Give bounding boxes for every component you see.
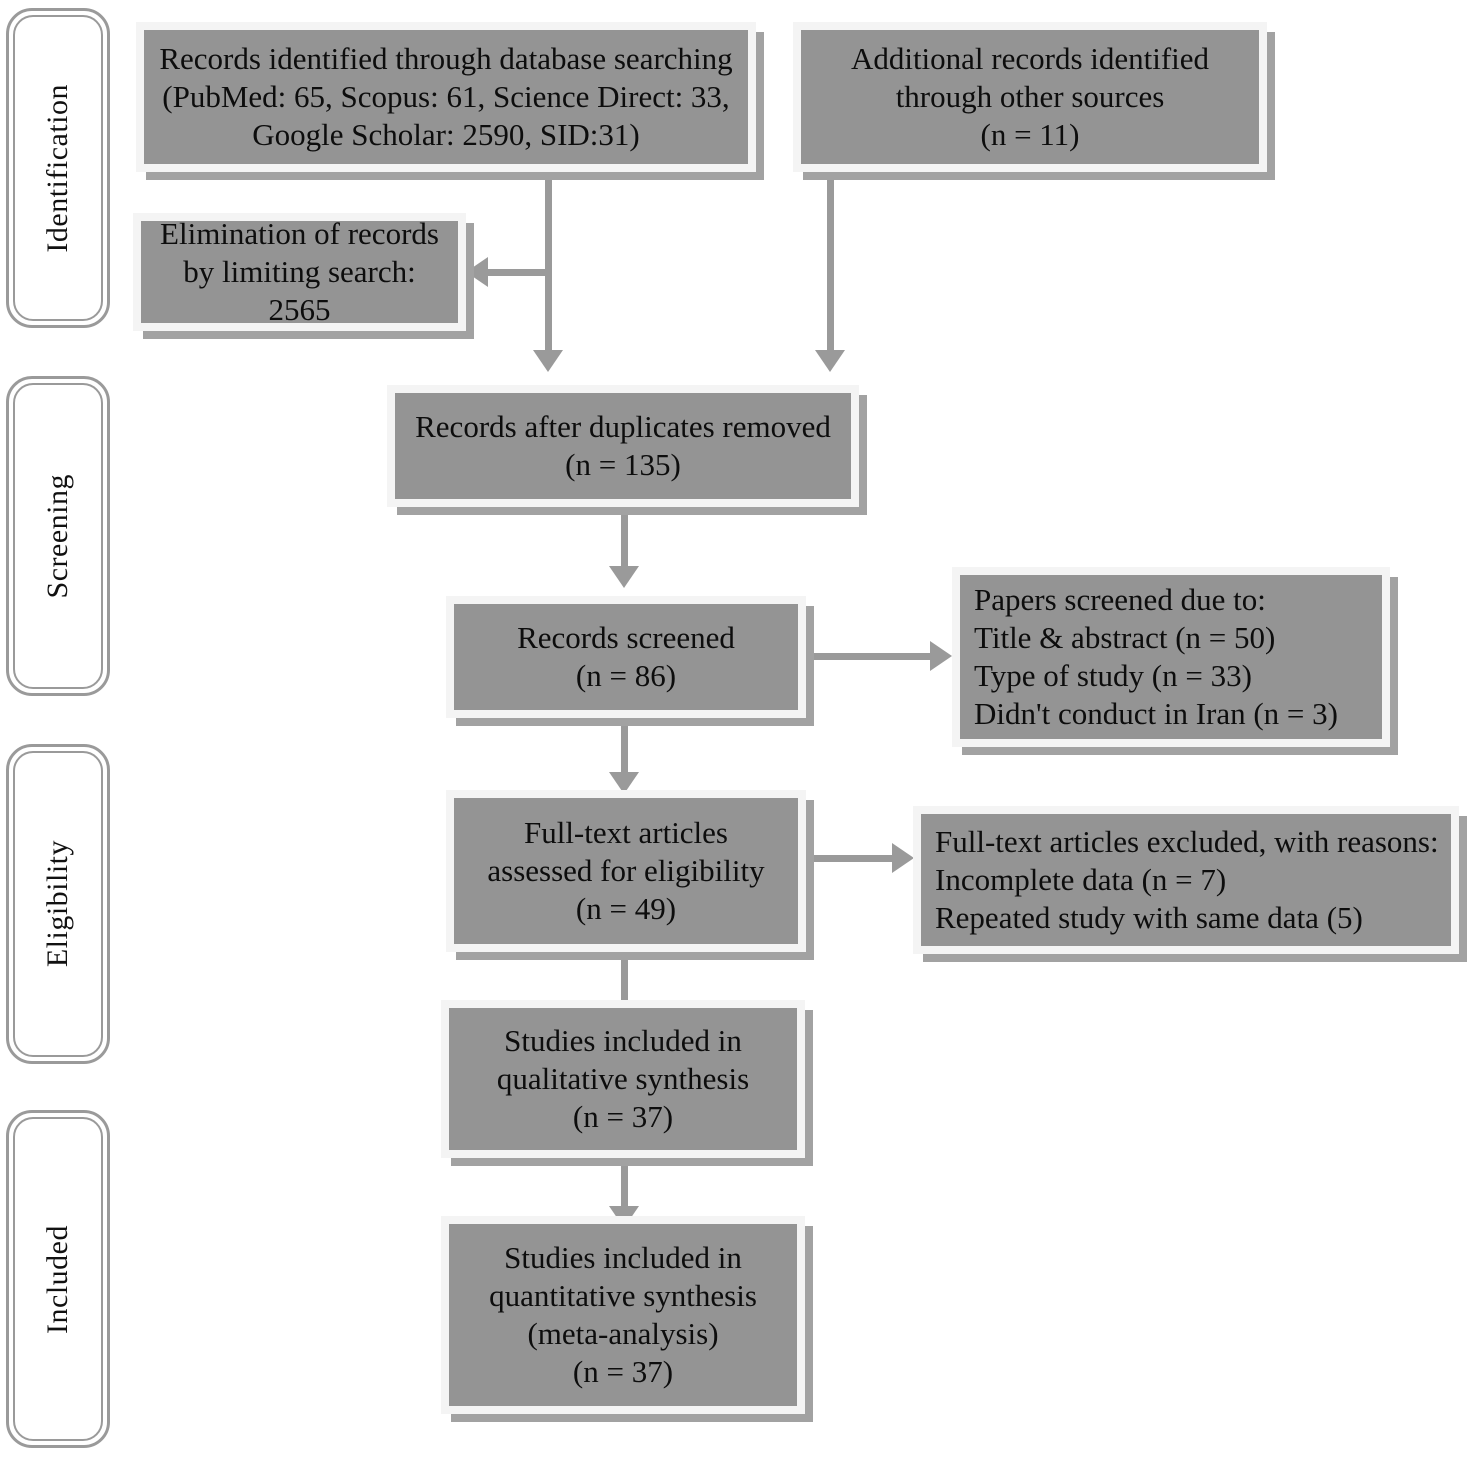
connector-qualitative-to-quantitative [621,1158,628,1210]
stage-pill-identification: Identification [6,8,110,328]
box-fulltext-assessed: Full-text articles assessed for eligibil… [446,790,806,952]
box-records-screened-text: Records screened (n = 86) [517,620,735,693]
connector-screened-to-reasons [806,653,934,660]
box-qualitative-synthesis-text: Studies included in qualitative synthesi… [496,1023,750,1134]
box-records-identified: Records identified through database sear… [136,22,756,172]
stage-pill-screening-inner: Screening [13,383,103,689]
stage-label-eligibility: Eligibility [41,840,74,968]
box-records-screened: Records screened (n = 86) [446,596,806,718]
arrowhead-to-papers-screened-reasons [930,641,952,671]
box-papers-screened-reasons: Papers screened due to: Title & abstract… [952,567,1390,747]
stage-pill-identification-inner: Identification [13,15,103,321]
connector-identified-trunk [545,172,552,352]
arrowhead-to-fulltext-assessed [609,772,639,794]
stage-pill-screening: Screening [6,376,110,696]
connector-additional-trunk [827,172,834,352]
box-fulltext-excluded-text: Full-text articles excluded, with reason… [935,824,1439,935]
arrowhead-to-fulltext-excluded [892,843,914,873]
box-additional-records: Additional records identified through ot… [793,22,1267,172]
connector-duplicates-to-screened [621,507,628,569]
stage-pill-eligibility-inner: Eligibility [13,751,103,1057]
stage-label-included: Included [41,1224,74,1334]
connector-fulltext-to-qualitative [621,952,628,1004]
box-fulltext-excluded: Full-text articles excluded, with reason… [913,806,1459,954]
stage-pill-included: Included [6,1110,110,1448]
box-records-identified-text: Records identified through database sear… [159,41,733,152]
box-quantitative-synthesis: Studies included in quantitative synthes… [441,1216,805,1414]
box-qualitative-synthesis: Studies included in qualitative synthesi… [441,1000,805,1158]
connector-to-elimination [487,269,549,276]
box-quantitative-synthesis-text: Studies included in quantitative synthes… [489,1240,757,1389]
connector-fulltext-to-excluded [806,855,896,862]
box-papers-screened-reasons-text: Papers screened due to: Title & abstract… [974,582,1338,731]
arrowhead-to-duplicates-left [533,350,563,372]
box-duplicates-removed: Records after duplicates removed (n = 13… [387,385,859,507]
box-elimination-of-records-text: Elimination of records by limiting searc… [160,216,439,327]
stage-pill-eligibility: Eligibility [6,744,110,1064]
stage-label-screening: Screening [41,473,74,599]
box-duplicates-removed-text: Records after duplicates removed (n = 13… [415,409,831,482]
stage-label-identification: Identification [41,83,74,253]
box-additional-records-text: Additional records identified through ot… [850,41,1210,152]
arrowhead-to-duplicates-right [815,350,845,372]
stage-pill-included-inner: Included [13,1117,103,1441]
arrowhead-to-elimination [466,257,488,287]
box-elimination-of-records: Elimination of records by limiting searc… [133,213,466,331]
connector-screened-to-fulltext [621,718,628,776]
arrowhead-to-records-screened [609,566,639,588]
box-fulltext-assessed-text: Full-text articles assessed for eligibil… [487,815,765,926]
